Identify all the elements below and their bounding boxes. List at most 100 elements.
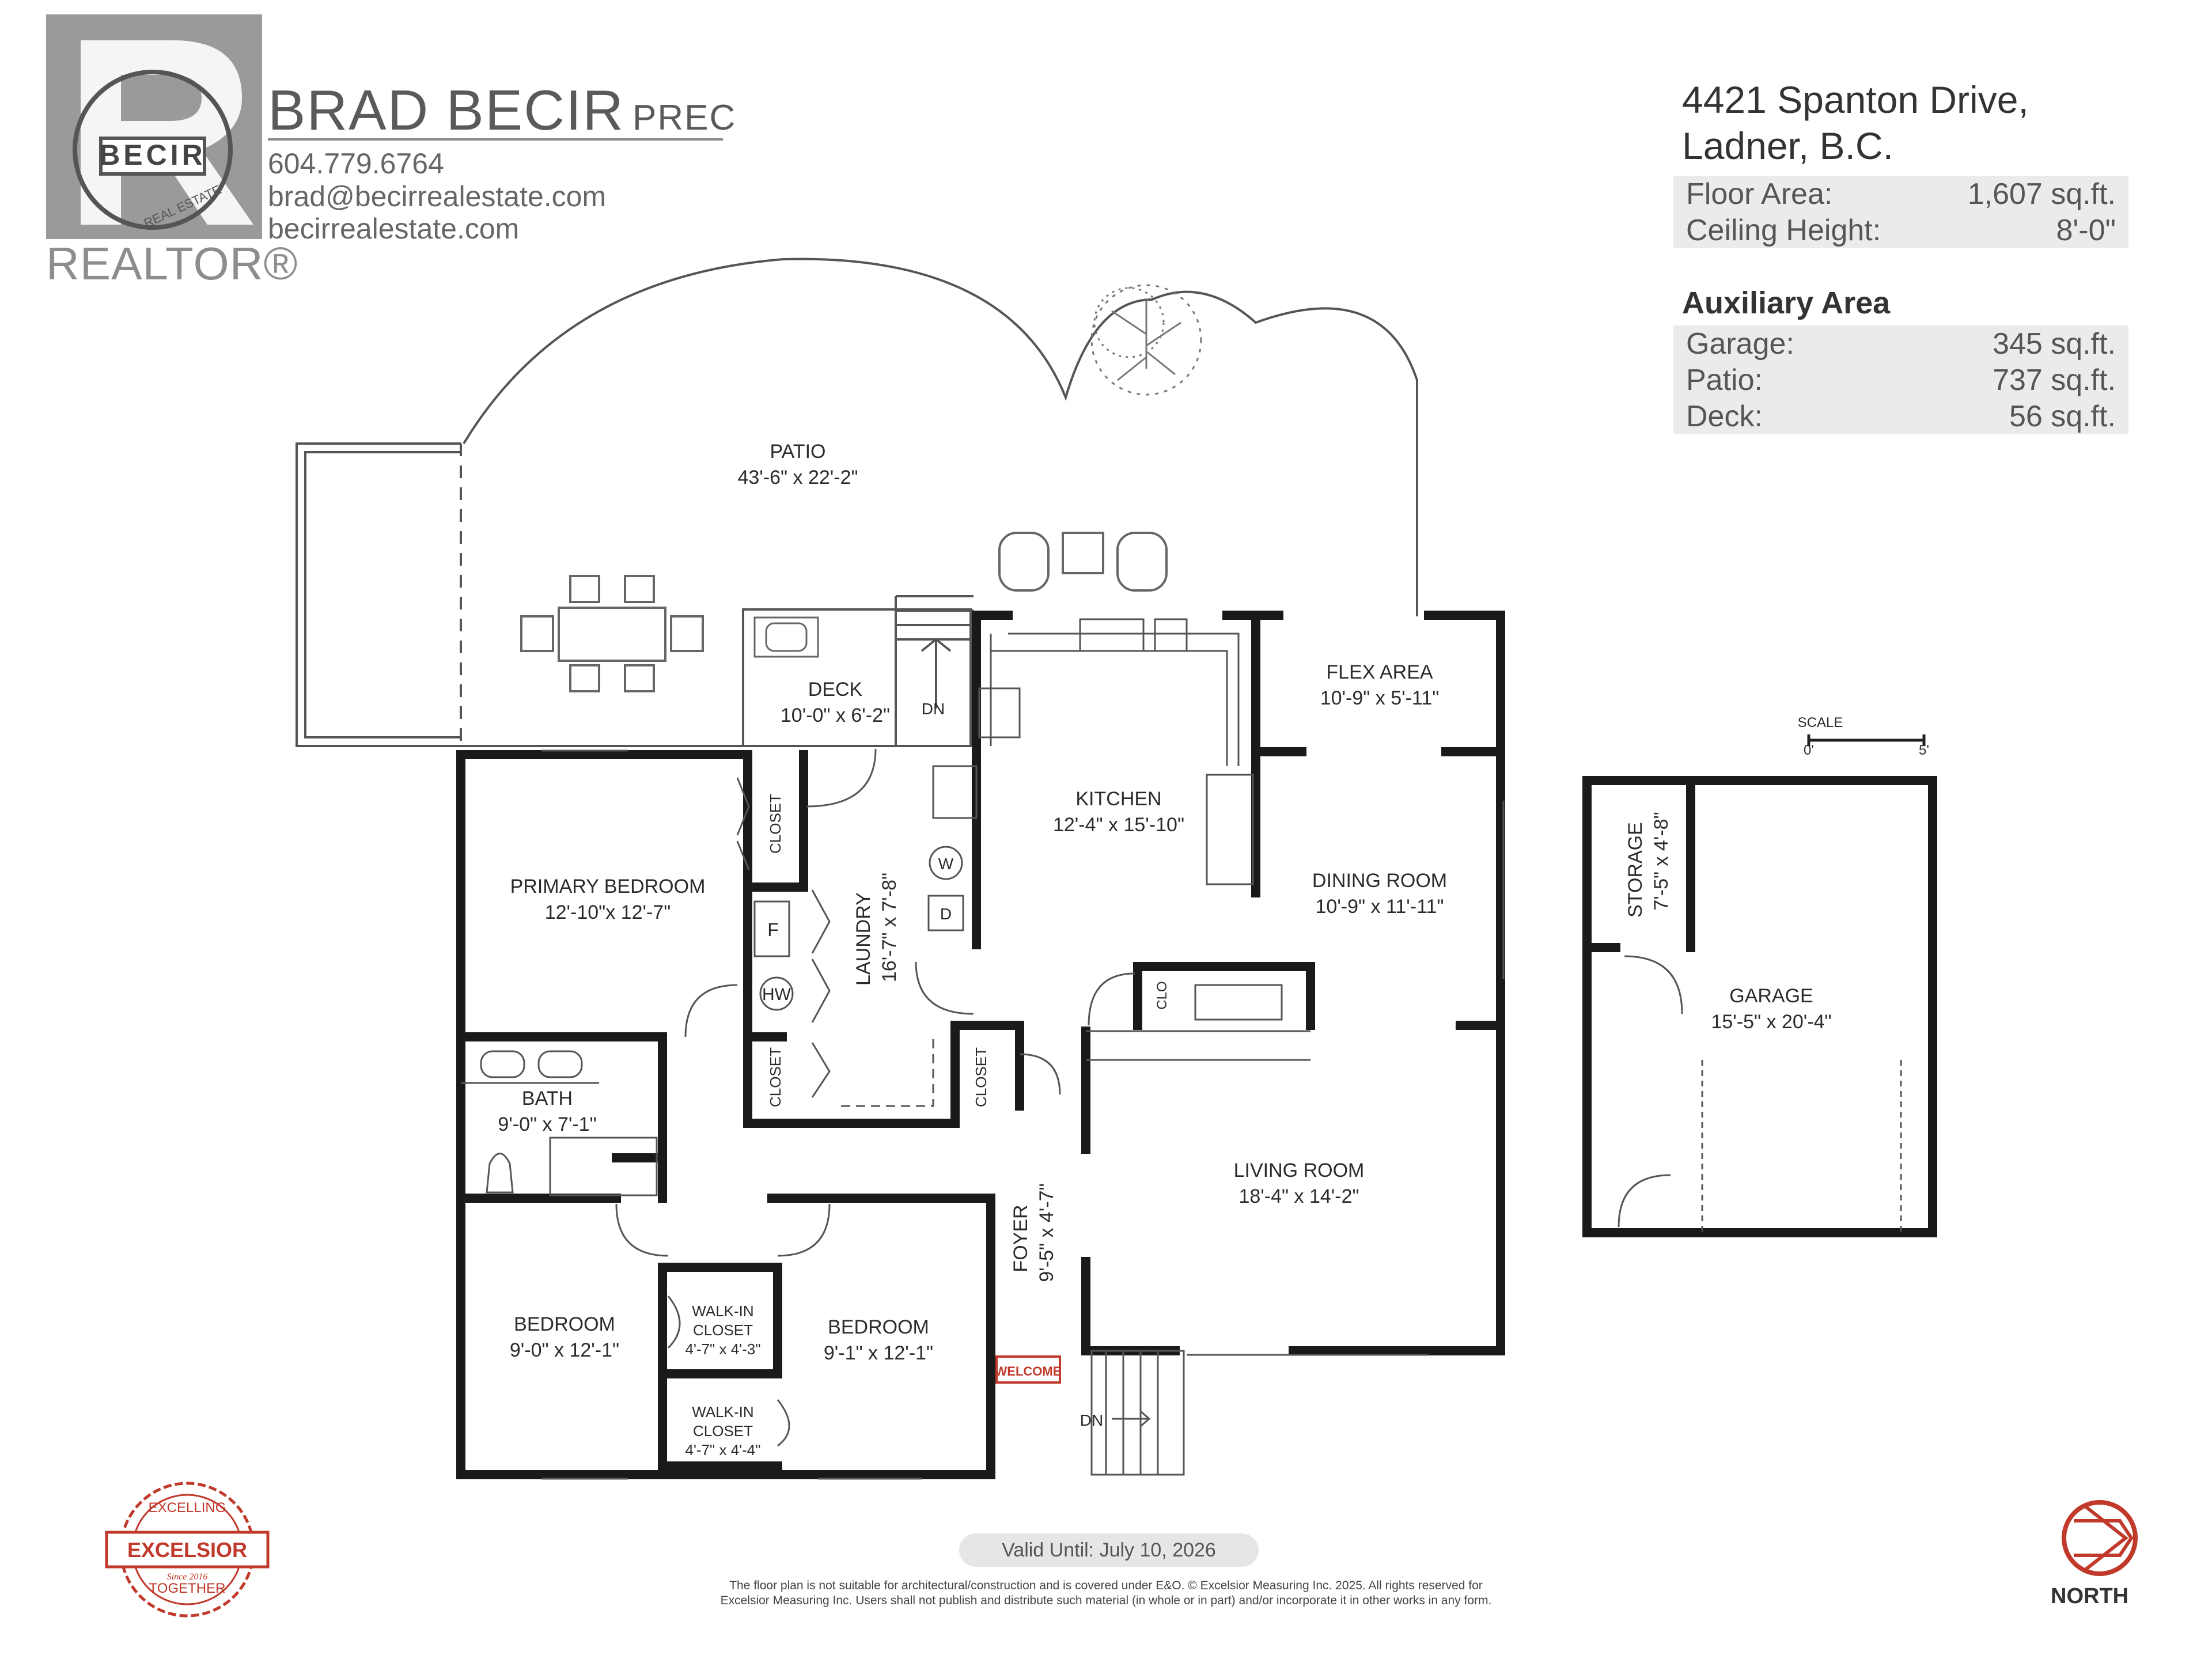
wic1-name2: CLOSET (693, 1321, 753, 1339)
door-swing (1088, 972, 1135, 1026)
primary-dims: 12'-10"x 12'-7" (545, 902, 671, 923)
dryer-icon (927, 895, 964, 931)
wall-fireplace (1133, 962, 1315, 1030)
floor-area-label: Floor Area: (1686, 177, 1833, 211)
patio-dims: 43'-6" x 22'-2" (737, 467, 858, 488)
washer-icon (929, 846, 963, 880)
floor-area-row: Floor Area: 1,607 sq.ft. (1673, 176, 2128, 212)
dining-dims: 10'-9" x 11'-11" (1316, 896, 1444, 918)
kitchen-name: KITCHEN (1075, 788, 1161, 810)
aux-table: Garage:345 sq.ft. Patio:737 sq.ft. Deck:… (1673, 325, 2128, 434)
area-table: Floor Area: 1,607 sq.ft. Ceiling Height: 8… (1673, 176, 2128, 248)
agent-website: becirrealestate.com (268, 213, 520, 245)
aux-value: 56 sq.ft. (2009, 399, 2116, 433)
scale-max: 5' (1919, 743, 1929, 758)
island-icon (1206, 774, 1254, 885)
scale-min: 0' (1804, 743, 1814, 758)
dryer-label: D (940, 905, 952, 923)
disclaimer-line1: The floor plan is not suitable for archi… (729, 1579, 1483, 1592)
aux-label: Garage: (1686, 327, 1794, 361)
aux-title: Auxiliary Area (1682, 286, 1891, 320)
closet-door-arcs (736, 777, 750, 870)
small-labels: WALK-IN CLOSET 4'-7" x 4'-3" WALK-IN CLO… (685, 715, 1929, 1459)
welcome-mat (995, 1355, 1061, 1384)
logo-band (99, 137, 206, 176)
valid-until-badge: Valid Until: July 10, 2026 (959, 1533, 1259, 1567)
bedroom1-name: BEDROOM (514, 1313, 615, 1335)
door-swing (1019, 1053, 1061, 1095)
dishwasher-icon (1154, 618, 1188, 652)
storage-name: STORAGE (1624, 822, 1646, 918)
logo-text: BECIR (99, 139, 206, 171)
closet-laundry: CLOSET (767, 1047, 784, 1107)
door-swing (615, 1203, 669, 1257)
flex-dims: 10'-9" x 5'-11" (1320, 687, 1440, 709)
wall-dining-stubs (1251, 738, 1505, 1030)
closet-hall: CLOSET (972, 1047, 990, 1107)
agent-designation: PREC (632, 98, 737, 138)
primary-name: PRIMARY BEDROOM (510, 876, 706, 897)
aux-row-deck: Deck: 56 sq.ft. (1673, 398, 2128, 434)
patio-name: PATIO (770, 441, 826, 463)
interior-details (461, 618, 1926, 1480)
toilet-icon (486, 1153, 514, 1194)
patio-pad (296, 442, 743, 747)
tub-left-sink (480, 1050, 525, 1078)
seal-bottom: TOGETHER (149, 1581, 226, 1596)
seal-top: EXCELLING (149, 1500, 226, 1516)
door-swing (777, 1399, 790, 1447)
door-swing (806, 748, 877, 808)
logo-circle (73, 70, 233, 230)
fridge-icon (753, 900, 790, 957)
storage-dims: 7'-5" x 4'-8" (1650, 812, 1672, 910)
hot-water-label: HW (762, 985, 791, 1004)
door-swing (1624, 955, 1683, 1014)
wall-west (456, 750, 995, 1479)
address-line1: 4421 Spanton Drive, (1682, 78, 2029, 121)
excelsior-seal: EXCELSIOR EXCELLING TOGETHER Since 2016 (105, 1482, 270, 1618)
wall-laundry-right (950, 750, 1024, 1030)
flex-name: FLEX AREA (1326, 661, 1433, 683)
house-walls (456, 611, 1937, 1479)
floor-area-value: 1,607 sq.ft. (1967, 177, 2116, 211)
exterior-outline (296, 257, 1418, 747)
ceiling-label: Ceiling Height: (1686, 213, 1881, 247)
scale-bar (1807, 734, 1926, 746)
wall-storage (1582, 776, 1695, 952)
wall-laundry (743, 750, 960, 1128)
agent-name-text: BRAD BECIR (268, 78, 625, 142)
wic2-name2: CLOSET (693, 1422, 753, 1440)
washer-label: W (938, 855, 954, 873)
deck-dn: DN (922, 700, 945, 718)
dining-name: DINING ROOM (1312, 870, 1447, 892)
living-name: LIVING ROOM (1234, 1160, 1365, 1181)
agent-phone: 604.779.6764 (268, 147, 444, 180)
welcome-text: WELCOME (995, 1364, 1062, 1378)
living-dims: 18'-4" x 14'-2" (1238, 1185, 1359, 1207)
north-label: NORTH (2051, 1584, 2129, 1608)
range-icon (978, 687, 1021, 738)
laundry-dims: 16'-7" x 7'-8" (878, 873, 900, 982)
foyer-name: FOYER (1010, 1205, 1032, 1272)
wic2-dims: 4'-7" x 4'-4" (685, 1441, 761, 1459)
wall-hall (612, 1041, 667, 1203)
address-line2: Ladner, B.C. (1682, 124, 1893, 167)
aux-label: Deck: (1686, 399, 1763, 433)
garage-dims: 15'-5" x 20'-4" (1711, 1011, 1831, 1033)
wic1-dims: 4'-7" x 4'-3" (685, 1340, 761, 1358)
wic1-name1: WALK-IN (692, 1302, 753, 1320)
foyer-dims: 9'-5" x 4'-7" (1036, 1183, 1058, 1282)
ceiling-value: 8'-0" (2056, 213, 2116, 247)
agent-name-rule (268, 138, 723, 141)
tub-right-sink (537, 1050, 583, 1078)
fridge-label: F (767, 919, 779, 940)
door-swing (684, 984, 738, 1037)
seal-banner (105, 1531, 270, 1569)
north-arrow-icon (2062, 1500, 2138, 1576)
disclaimer: The floor plan is not suitable for archi… (576, 1578, 1636, 1608)
entry-stairs (1090, 1350, 1185, 1476)
scale-label: SCALE (1798, 715, 1843, 730)
bedroom1-dims: 9'-0" x 12'-1" (510, 1339, 619, 1361)
patio-outline (463, 257, 1418, 616)
